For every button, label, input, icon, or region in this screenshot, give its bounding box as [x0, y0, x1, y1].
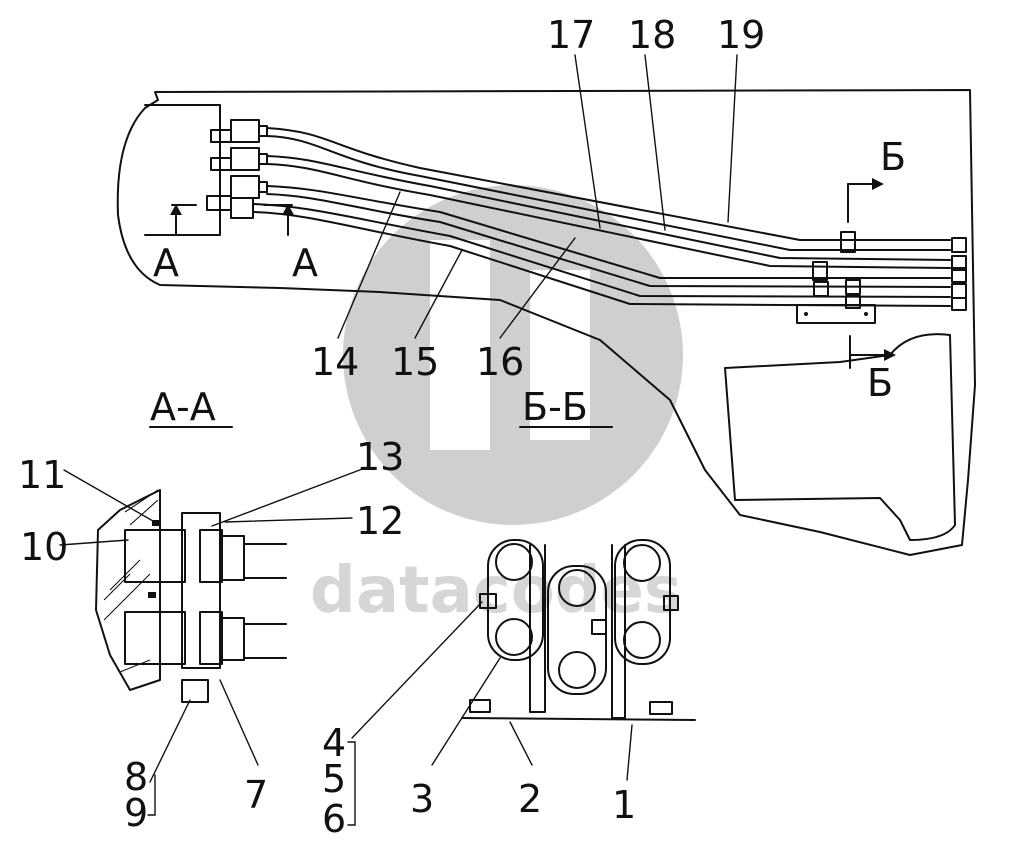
callout-2: 2: [518, 777, 542, 821]
tube-bundle: [252, 127, 951, 307]
callout-9: 9: [124, 791, 148, 835]
section-title-bb: Б-Б: [522, 385, 588, 429]
callout-11: 11: [18, 453, 66, 497]
callout-8: 8: [124, 755, 148, 799]
callout-7: 7: [244, 773, 268, 817]
callout-13: 13: [356, 435, 404, 479]
callout-19: 19: [717, 13, 765, 57]
callout-17: 17: [547, 13, 595, 57]
callout-10: 10: [20, 525, 68, 569]
leader-lines-bb: [347, 601, 633, 826]
callout-3: 3: [410, 777, 434, 821]
leader-lines-top: [337, 54, 738, 339]
section-mark-b: [847, 178, 896, 369]
callout-6: 6: [322, 797, 346, 841]
callout-18: 18: [628, 13, 676, 57]
section-title-aa: А-А: [150, 385, 216, 429]
callout-5: 5: [322, 757, 346, 801]
section-bb-detail: [461, 539, 696, 721]
section-marker-b-top: Б: [880, 135, 906, 179]
callout-4: 4: [322, 721, 346, 765]
section-marker-b-bottom: Б: [867, 361, 893, 405]
section-mark-a: [170, 204, 294, 236]
callout-16: 16: [476, 340, 524, 384]
section-marker-a-right: А: [292, 241, 318, 285]
coupling-cluster-right: [796, 231, 967, 324]
callout-1: 1: [612, 783, 636, 827]
callout-15: 15: [391, 340, 439, 384]
callout-12: 12: [356, 499, 404, 543]
callout-14: 14: [311, 340, 359, 384]
section-aa-detail: [95, 489, 287, 703]
leader-lines-aa: [59, 467, 366, 816]
section-marker-a-left: А: [153, 241, 179, 285]
